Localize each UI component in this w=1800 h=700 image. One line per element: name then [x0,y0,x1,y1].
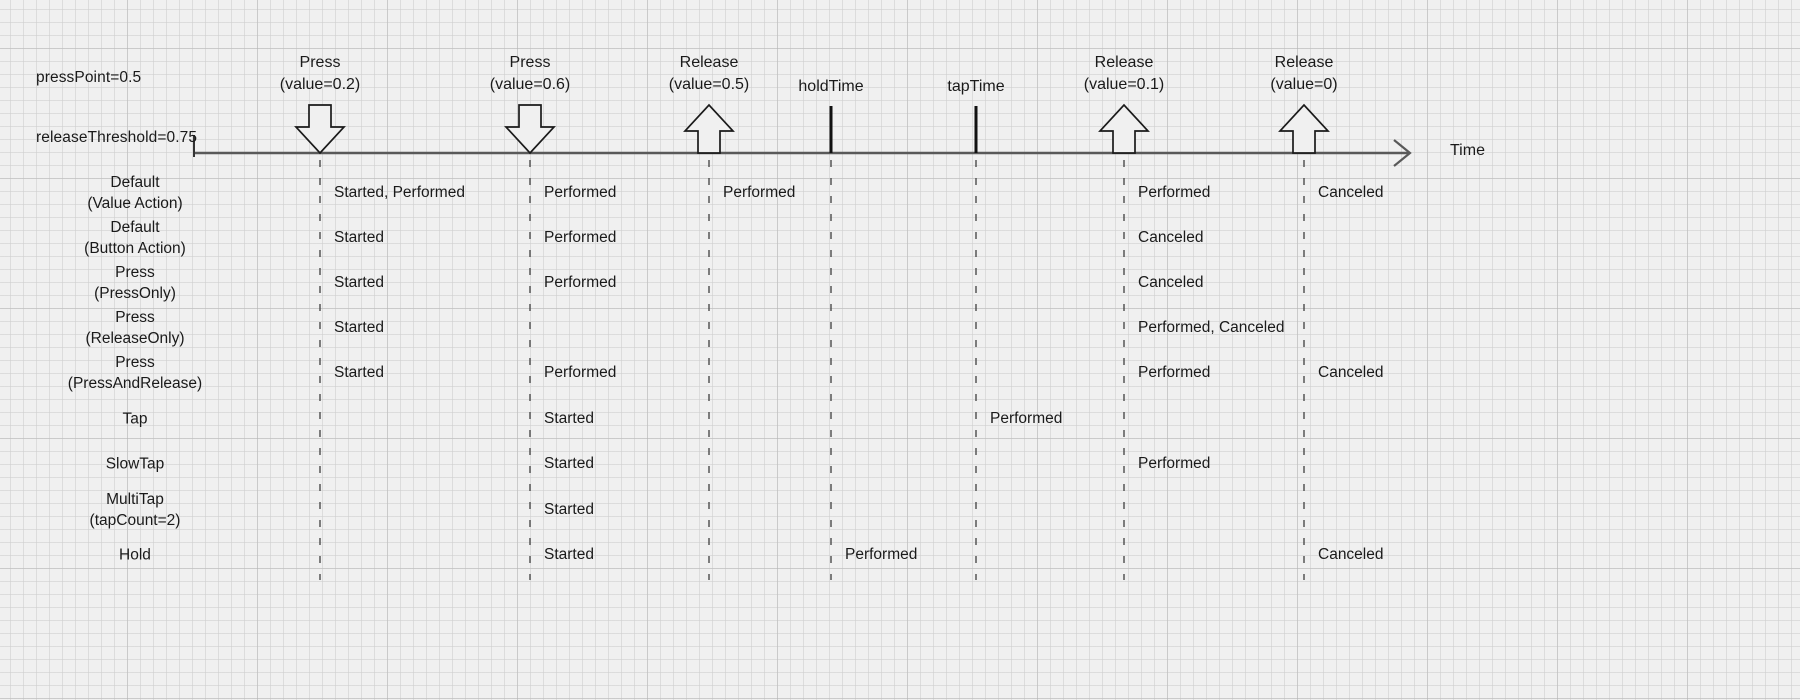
row-label-secondary: (Value Action) [87,195,183,212]
row-label-primary: Default [110,174,160,191]
row-label-press-pressandrelease: Press (PressAndRelease) [68,352,202,394]
cell-hold-holdtime: Performed [845,546,918,563]
cell-press-pressandrelease-press-06: Performed [544,364,617,381]
release-arrow-release-05[interactable] [683,103,735,154]
cell-press-pressandrelease-release-01: Performed [1138,364,1211,381]
row-label-primary: MultiTap [106,491,164,508]
row-label-default-value-action: Default (Value Action) [87,172,182,214]
row-label-press-releaseonly: Press (ReleaseOnly) [85,307,184,349]
event-caption-release-00: Release (value=0) [1270,52,1337,96]
row-label-primary: Default [110,219,160,236]
event-caption-title: holdTime [798,78,864,95]
cell-tap-taptime: Performed [990,410,1063,427]
row-label-primary: Press [115,309,155,326]
row-label-tap: Tap [123,409,148,430]
row-label-secondary: (Button Action) [84,240,186,257]
cell-slowtap-press-06: Started [544,455,594,472]
release-arrow-release-00[interactable] [1278,103,1330,154]
event-caption-holdtime: holdTime [798,76,863,98]
cell-press-pressonly-press-02: Started [334,274,384,291]
event-caption-release-01: Release (value=0.1) [1084,52,1165,96]
cell-press-releaseonly-release-01: Performed, Canceled [1138,319,1285,336]
row-label-secondary: (tapCount=2) [89,512,181,529]
event-caption-release-05: Release (value=0.5) [669,52,750,96]
cell-press-pressonly-press-06: Performed [544,274,617,291]
row-label-primary: Press [115,264,155,281]
event-caption-value: (value=0.5) [668,76,750,93]
row-label-secondary: (ReleaseOnly) [85,330,185,347]
event-caption-title: Release [1274,54,1334,71]
axis-label-time: Time [1450,142,1485,159]
event-caption-value: (value=0.6) [489,76,571,93]
time-axis-arrowhead [1393,139,1412,167]
row-label-multitap: MultiTap (tapCount=2) [90,489,181,531]
event-caption-taptime: tapTime [947,76,1004,98]
release-arrow-release-01[interactable] [1098,103,1150,154]
cell-default-value-action-release-05: Performed [723,184,796,201]
event-caption-title: Release [679,54,739,71]
event-caption-value: (value=0.1) [1083,76,1165,93]
cell-press-pressonly-release-01: Canceled [1138,274,1204,291]
cell-default-value-action-press-06: Performed [544,184,617,201]
row-label-primary: Press [115,354,155,371]
parameter-notes: pressPoint=0.5 releaseThreshold=0.75 [36,28,197,188]
event-caption-press-06: Press (value=0.6) [490,52,571,96]
cell-default-value-action-release-01: Performed [1138,184,1211,201]
press-arrow-press-06[interactable] [504,104,556,155]
row-label-secondary: (PressOnly) [94,285,176,302]
event-caption-title: tapTime [947,78,1005,95]
row-label-hold: Hold [119,545,151,566]
cell-press-releaseonly-press-02: Started [334,319,384,336]
cell-tap-press-06: Started [544,410,594,427]
event-caption-title: Press [299,54,341,71]
note-releasethreshold: releaseThreshold=0.75 [36,129,198,146]
event-caption-press-02: Press (value=0.2) [280,52,361,96]
cell-press-pressandrelease-release-00: Canceled [1318,364,1384,381]
cell-default-button-action-press-06: Performed [544,229,617,246]
cell-hold-press-06: Started [544,546,594,563]
row-label-primary: Tap [122,410,148,428]
event-caption-value: (value=0.2) [279,76,361,93]
row-label-primary: SlowTap [105,455,165,473]
event-caption-value: (value=0) [1270,76,1338,93]
cell-slowtap-release-01: Performed [1138,455,1211,472]
cell-multitap-press-06: Started [544,501,594,518]
row-label-slowtap: SlowTap [106,454,165,475]
event-caption-title: Release [1094,54,1154,71]
row-label-press-pressonly: Press (PressOnly) [94,262,176,304]
cell-default-value-action-release-00: Canceled [1318,184,1384,201]
event-caption-title: Press [509,54,551,71]
note-presspoint: pressPoint=0.5 [36,69,142,86]
row-label-secondary: (PressAndRelease) [67,375,203,392]
cell-default-button-action-release-01: Canceled [1138,229,1204,246]
row-label-default-button-action: Default (Button Action) [84,217,186,259]
cell-press-pressandrelease-press-02: Started [334,364,384,381]
cell-hold-release-00: Canceled [1318,546,1384,563]
press-arrow-press-02[interactable] [294,104,346,155]
cell-default-button-action-press-02: Started [334,229,384,246]
row-label-primary: Hold [119,546,151,564]
cell-default-value-action-press-02: Started, Performed [334,184,465,201]
